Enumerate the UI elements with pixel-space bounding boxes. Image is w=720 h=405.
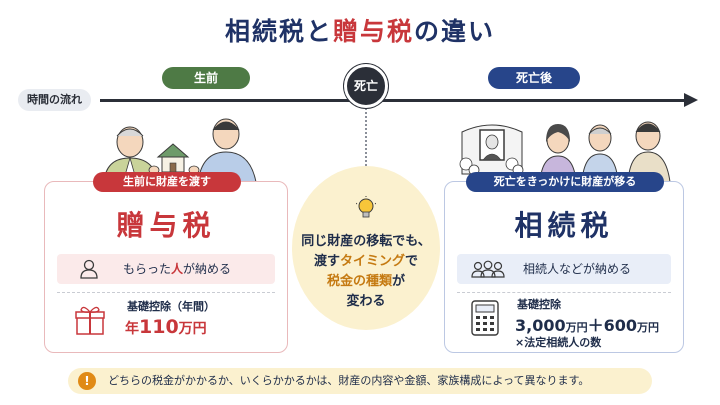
- inheritance-deduction-amount2: 600: [603, 316, 638, 335]
- before-death-label: 生前: [162, 67, 250, 89]
- inheritance-deduction-unit1: 万円: [565, 321, 588, 334]
- center-line-2-pre: 渡す: [313, 254, 340, 269]
- inheritance-deduction-plus: ＋: [587, 316, 604, 335]
- gift-deduction-unit: 万円: [178, 321, 207, 337]
- inheritance-deduction-amount1: 3,000: [515, 316, 566, 335]
- gift-payer-pre: もらった: [123, 262, 172, 276]
- center-line-2: 渡すタイミングで: [292, 252, 440, 272]
- gift-payer-highlight: 人: [171, 262, 184, 276]
- gift-tax-card: 生前に財産を渡す 贈与税 もらった人が納める 基礎控除（年間） 年110万円: [44, 172, 288, 353]
- gift-card-badge: 生前に財産を渡す: [93, 172, 241, 192]
- inheritance-deduction-label: 基礎控除: [517, 298, 561, 311]
- time-flow-label: 時間の流れ: [18, 89, 91, 111]
- people-icon: [471, 260, 505, 278]
- center-line-3: 税金の種類が: [292, 272, 440, 292]
- gift-card-divider: [57, 292, 275, 293]
- timeline-line: [100, 99, 688, 102]
- gift-deduction-prefix: 年: [125, 321, 139, 337]
- inheritance-deduction-value: 3,000万円＋600万円: [515, 312, 659, 336]
- center-explanation-circle: [292, 166, 440, 330]
- gift-icon: [75, 306, 105, 335]
- disclaimer-text: どちらの税金がかかるか、いくらかかるかは、財産の内容や金額、家族構成によって異な…: [108, 374, 590, 387]
- gift-payer-band: もらった人が納める: [57, 254, 275, 284]
- calculator-icon: [471, 300, 499, 336]
- inheritance-deduction-multiplier: ×法定相続人の数: [515, 336, 602, 349]
- person-icon: [80, 259, 98, 279]
- title-inheritance: 相続税: [224, 17, 306, 46]
- center-line-1: 同じ財産の移転でも、: [301, 234, 431, 249]
- center-line-3-post: が: [392, 274, 406, 289]
- exclamation-icon: !: [78, 372, 96, 390]
- inheritance-payer-band: 相続人などが納める: [457, 254, 671, 284]
- timeline-arrow-icon: [684, 93, 698, 107]
- disclaimer-note: ! どちらの税金がかかるか、いくらかかるかは、財産の内容や金額、家族構成によって…: [68, 368, 652, 394]
- inheritance-payer-text: 相続人などが納める: [523, 262, 632, 276]
- timeline-connector: [365, 108, 367, 170]
- inheritance-card-badge: 死亡をきっかけに財産が移る: [466, 172, 664, 192]
- inheritance-tax-name: 相続税: [514, 209, 614, 242]
- gift-payer-post: が納める: [183, 262, 232, 276]
- gift-deduction-amount: 110: [139, 316, 179, 338]
- after-death-label: 死亡後: [488, 67, 580, 89]
- gift-payer-text: もらった人が納める: [123, 254, 231, 284]
- center-line-2-post: で: [405, 254, 419, 269]
- inheritance-card-divider: [457, 292, 671, 293]
- death-marker: 死亡: [344, 64, 388, 108]
- inheritance-deduction-unit2: 万円: [637, 321, 660, 334]
- center-line-2-highlight: タイミング: [339, 254, 405, 269]
- inheritance-tax-card: 死亡をきっかけに財産が移る 相続税 相続人などが納める 基礎控除 3,000万円…: [444, 172, 684, 353]
- title-difference: の違い: [414, 17, 496, 46]
- title-and: と: [305, 17, 333, 46]
- gift-deduction-label: 基礎控除（年間）: [127, 300, 215, 313]
- center-line-4: 変わる: [346, 294, 386, 309]
- lightbulb-icon: [356, 196, 376, 218]
- center-explanation-text: 同じ財産の移転でも、 渡すタイミングで 税金の種類が 変わる: [292, 232, 440, 312]
- page-title: 相続税と贈与税の違い: [0, 12, 720, 48]
- gift-deduction-value: 年110万円: [125, 316, 207, 338]
- gift-tax-name: 贈与税: [116, 209, 216, 242]
- title-gift: 贈与税: [333, 17, 415, 46]
- center-line-3-highlight: 税金の種類: [326, 274, 392, 289]
